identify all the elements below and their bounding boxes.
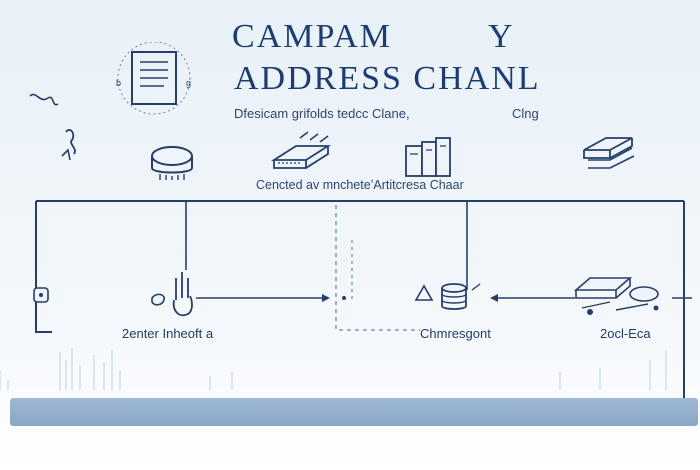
title-line-1: CAMPAM (232, 18, 393, 55)
hand-pointer-icon (151, 272, 193, 317)
subtitle: Dfesicam grifolds tedcc Clane, (234, 106, 410, 121)
svg-text:b: b (116, 78, 121, 88)
hard-drive-icon (151, 146, 193, 180)
flow-caption: Cencted av mnchete’Artitcresa Chaar (256, 178, 464, 192)
node-label-left-suffix: a (205, 326, 214, 341)
subtitle-right: Clng (512, 106, 539, 121)
title-line-1-suffix: Y (488, 18, 515, 55)
document-icon: b g (116, 42, 191, 115)
device-stack-icon (583, 137, 635, 169)
svg-text:g: g (186, 78, 191, 88)
title-line-2-main: ADDRESS CHA (234, 60, 492, 97)
scribble-icon (29, 93, 76, 161)
title-line-2: ADDRESS CHANL (234, 60, 700, 98)
junction-dot (342, 296, 346, 300)
network-cluster-icon (573, 277, 659, 315)
node-label-middle: Chmresgont (420, 326, 491, 341)
server-books-icon (405, 137, 451, 177)
arrow-head-left (490, 294, 498, 302)
arrow-head-right (322, 294, 330, 302)
background-skyline (0, 348, 667, 390)
left-bracket-line (35, 201, 52, 333)
router-icon (270, 131, 332, 169)
node-label-right: 2ocl-Eca (600, 326, 651, 341)
drop-line-dashed (335, 205, 420, 331)
node-label-left: 2enter Inheoft a (122, 326, 213, 341)
title-line-2-tail: NL (491, 60, 541, 97)
lock-icon (33, 287, 49, 303)
database-icon (414, 283, 481, 310)
bottom-band (10, 398, 698, 426)
node-label-left-text: 2enter Inheoft (122, 326, 203, 341)
